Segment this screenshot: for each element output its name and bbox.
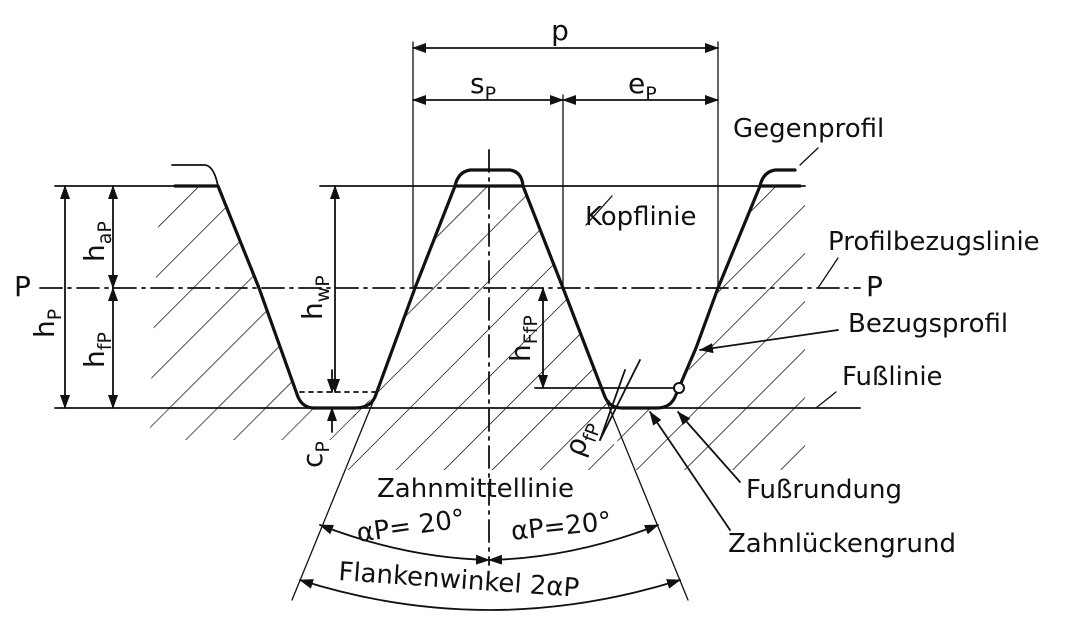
pitch-dimensions: [412, 43, 719, 105]
left-flank-extension: [291, 396, 376, 601]
space-width-label: eP: [628, 67, 657, 105]
root-fillet-label: Fußrundung: [746, 475, 902, 505]
basic-profile-label: Bezugsprofil: [848, 309, 1008, 339]
datum-p-left-label: P: [14, 270, 31, 303]
alpha-left-arc: [319, 524, 490, 565]
leader-root-fillet: [677, 411, 741, 483]
counter-profile-label: Gegenprofil: [733, 114, 884, 144]
leader-tip-line: [585, 195, 613, 226]
flank-angle-arc: [299, 579, 681, 611]
pitch-label: p: [551, 14, 569, 47]
fillet-point: [673, 382, 685, 394]
datum-line-label: Profilbezugslinie: [828, 227, 1040, 257]
leader-rho-1: [599, 359, 641, 441]
root-line-label: Fußlinie: [842, 362, 943, 392]
tooth-thickness-label: sP: [470, 67, 496, 105]
centerlines: [412, 41, 719, 566]
leader-counter-profile: [799, 147, 819, 166]
hatched-rack-material: [150, 186, 805, 470]
right-flank-extension: [604, 396, 689, 601]
alpha-left-label: αP= 20°: [355, 504, 467, 549]
leader-root-line: [815, 391, 837, 409]
leader-basic-profile: [699, 329, 839, 354]
angle-construction: [291, 396, 689, 611]
height-dimensions: [60, 185, 548, 433]
clearance-label: cP: [296, 441, 334, 468]
tooth-centerline-label: Zahnmittellinie: [377, 474, 574, 504]
alpha-right-label: αP=20°: [510, 507, 613, 547]
dedendum-label: hfP: [78, 332, 116, 368]
labels: p sP eP Gegenprofil Kopflinie Profilbezu…: [14, 14, 1040, 604]
total-height-label: hP: [28, 309, 66, 338]
datum-p-right-label: P: [866, 270, 883, 303]
ff-height-label: hFfP: [504, 315, 542, 362]
leader-datum-line: [817, 257, 839, 289]
leader-space-bottom: [649, 411, 731, 531]
leader-rho-2: [599, 369, 626, 441]
flank-angle-label: Flankenwinkel 2αP: [338, 557, 581, 604]
addendum-label: haP: [78, 221, 116, 262]
alpha-right-arc: [488, 524, 659, 565]
tip-line-label: Kopflinie: [585, 202, 696, 232]
leader-lines: [585, 147, 839, 531]
working-depth-label: hwP: [296, 275, 334, 320]
reference-lines: [39, 185, 861, 409]
space-bottom-label: Zahnlückengrund: [728, 529, 956, 559]
basic-profile-outline: [171, 164, 802, 410]
